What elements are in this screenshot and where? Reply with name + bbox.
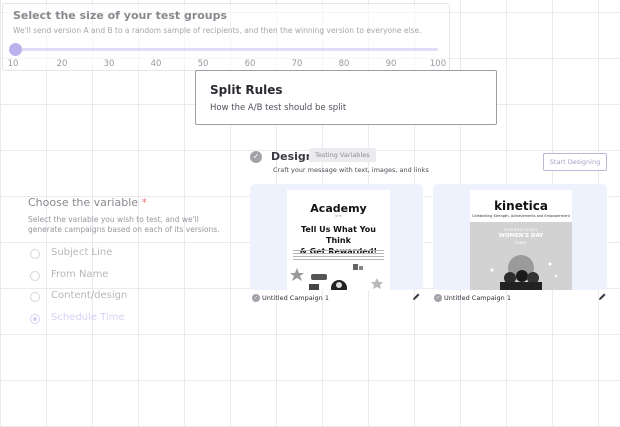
slider-tick: 70 [291,59,303,69]
kinetica-banner-line2: WOMEN'S DAY [498,233,544,239]
campaign-b-check-icon: ✓ [434,294,442,302]
test-group-size-title: Select the size of your test groups [13,9,228,22]
campaign-b-name: Untitled Campaign 1 [444,294,511,302]
tooltip-title: Split Rules [210,83,283,97]
academy-illustration [290,264,383,290]
edit-campaign-a-pencil-icon[interactable] [411,292,421,302]
test-group-size-description: We'll send version A and B to a random s… [13,26,422,35]
slider-tick: 40 [150,59,162,69]
variable-option-label: Subject Line [51,247,113,258]
campaign-thumbnail-academy: Academy BYTE Tell Us What You Think & Ge… [287,190,390,290]
campaign-a-name: Untitled Campaign 1 [262,294,329,302]
academy-body-text [293,248,384,264]
variable-option-label: From Name [51,268,109,280]
design-section-title: Design [271,150,314,163]
slider-tick: 20 [56,59,68,69]
variable-option-label: Schedule Time [51,311,125,323]
tooltip-text: How the A/B test should be split [210,103,347,113]
campaign-a-check-icon: ✓ [252,294,260,302]
test-group-size-slider-track[interactable] [14,48,438,51]
test-group-size-card: Select the size of your test groups We'l… [2,3,450,71]
kinetica-logo: kinetica [494,199,548,213]
campaign-card-b[interactable]: kinetica Celebrating Strength, Achieveme… [433,184,607,290]
academy-headline-line1: Tell Us What You Think [301,225,376,245]
design-section-subtitle: Craft your message with text, images, an… [273,166,429,174]
campaign-card-a[interactable]: Academy BYTE Tell Us What You Think & Ge… [250,184,423,290]
kinetica-tagline: Celebrating Strength, Achievements and E… [472,214,570,218]
split-rules-tooltip: Split Rules How the A/B test should be s… [195,70,497,125]
variable-option-label: Content/design [51,290,128,301]
slider-tick: 30 [103,59,115,69]
radio-schedule-time[interactable] [30,313,40,324]
start-designing-button[interactable]: Start Designing [543,153,607,171]
slider-tick: 10 [7,59,19,69]
slider-tick: 90 [385,59,397,69]
slider-tick-labels: 10 20 30 40 50 60 70 80 90 100 [7,59,447,71]
choose-variable-title: Choose the variable * [28,196,147,209]
kinetica-banner-line1: INTERNATIONAL [503,228,539,232]
campaign-thumbnail-kinetica: kinetica Celebrating Strength, Achieveme… [470,190,572,290]
required-marker: * [141,196,148,209]
choose-variable-title-text: Choose the variable [28,196,139,209]
slider-tick: 100 [429,59,447,69]
radio-content-design[interactable] [30,292,40,302]
radio-subject-line[interactable] [30,249,40,259]
academy-logo: Academy [310,202,367,215]
choose-variable-description: Select the variable you wish to test, an… [28,215,220,234]
academy-headline: Tell Us What You Think & Get Rewarded! [291,224,386,257]
kinetica-illustration [490,255,558,290]
test-group-size-slider-thumb[interactable] [9,43,22,56]
slider-tick: 50 [197,59,209,69]
radio-from-name[interactable] [30,270,40,281]
kinetica-banner-line3: EVENT [515,241,527,245]
academy-tagline: BYTE [335,215,342,218]
edit-campaign-b-pencil-icon[interactable] [597,292,607,302]
slider-tick: 80 [338,59,350,69]
academy-headline-line2: & Get Rewarded! [299,247,378,256]
slider-tick: 60 [244,59,256,69]
testing-variables-badge: Testing Variables [309,148,376,162]
design-complete-check-icon: ✓ [250,151,262,163]
